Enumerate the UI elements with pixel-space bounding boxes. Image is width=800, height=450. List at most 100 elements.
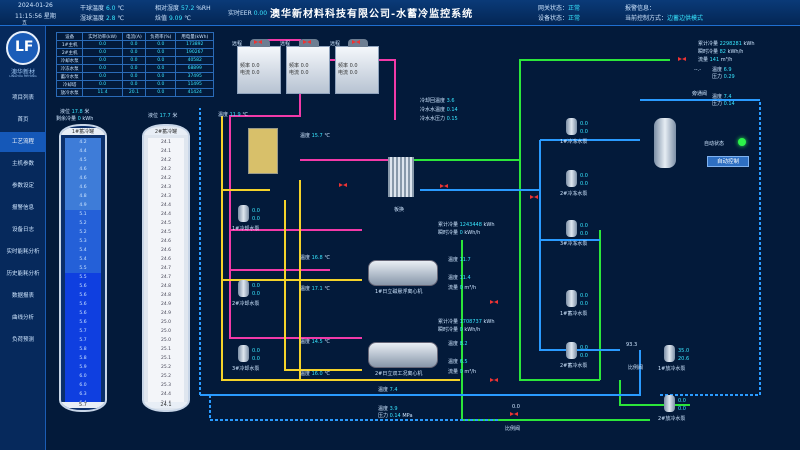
humidity-unit: %RH: [196, 5, 211, 12]
pump-freq: 0.0: [580, 345, 588, 351]
wet-bulb-unit: ℃: [117, 15, 125, 22]
tank-temp-cell: 25.0: [148, 318, 184, 327]
tower1-status: 远程: [232, 41, 243, 47]
nav-item[interactable]: 数据报表: [11, 293, 34, 299]
right-flow-unit: m³/h: [720, 57, 733, 63]
pump-icon[interactable]: [238, 280, 249, 297]
valve-icon[interactable]: [530, 195, 538, 200]
valve-icon[interactable]: [303, 40, 311, 45]
auto-control-button[interactable]: 自动控制: [707, 156, 749, 167]
valve-icon[interactable]: [490, 378, 498, 383]
right-p1-label: 压力: [712, 74, 723, 80]
valve-icon[interactable]: [490, 300, 498, 305]
tank-temp-cell: 5.7: [65, 336, 101, 345]
valve-icon[interactable]: [339, 183, 347, 188]
tank-temp-cell: 4.6: [65, 165, 101, 174]
tank-temp-cell: 5.3: [65, 237, 101, 246]
pump-name: 3#冷冻水泵: [560, 241, 588, 247]
nav-item[interactable]: 报警信息: [11, 205, 34, 211]
pump-icon[interactable]: [566, 170, 577, 187]
nav-item[interactable]: 项目列表: [11, 95, 34, 101]
cw-in: 3.6: [446, 98, 455, 104]
nav-item[interactable]: 负荷预测: [11, 337, 34, 343]
right-flow: 141: [709, 57, 720, 63]
pump-icon[interactable]: [664, 395, 675, 412]
cooling-tower-1[interactable]: [237, 39, 281, 94]
c2-cold-unit: kWh: [483, 319, 495, 325]
tank-temp-cell: 25.2: [148, 372, 184, 381]
tank-temp-cell: 24.2: [148, 156, 184, 165]
table-cell: 0.0: [145, 88, 177, 97]
tank-temp-cell: 24.9: [148, 309, 184, 318]
tank1-title: 1#蓄冷罐: [61, 128, 105, 135]
valve-icon[interactable]: [440, 184, 448, 189]
chiller-2[interactable]: [368, 342, 438, 368]
c1-rt-label: 瞬时冷量: [438, 230, 459, 236]
tank2-title: 2#蓄冷罐: [144, 128, 188, 135]
nav-item[interactable]: 参数设定: [11, 183, 34, 189]
tank-temp-cell: 5.6: [65, 318, 101, 327]
nav-item[interactable]: 主机参数: [11, 161, 34, 167]
pump-freq: 35.0: [678, 348, 690, 354]
heat-exchanger[interactable]: [388, 157, 414, 197]
chiller1-label: 1#日立磁悬浮离心机: [375, 289, 423, 295]
pump-icon[interactable]: [566, 290, 577, 307]
nav-item[interactable]: 历史能耗分析: [6, 271, 40, 277]
tank1-level: 17.8: [71, 109, 83, 115]
tank-temp-cell: 5.7: [65, 327, 101, 336]
auto-status-indicator: [738, 138, 746, 146]
tank1-cold: 0: [77, 116, 81, 122]
eer-label: 实时EER: [228, 10, 252, 17]
tank-temp-cell: 24.4: [148, 390, 184, 399]
tank-temp-cell: 4.6: [65, 174, 101, 183]
nav-item[interactable]: 首页: [17, 117, 29, 123]
tank-temp-cell: 25.2: [148, 363, 184, 372]
nav-item[interactable]: 实时能耗分析: [6, 249, 40, 255]
tank-temp-cell: 24.4: [148, 210, 184, 219]
bottom-temp: 3.9: [389, 406, 398, 412]
valve-icon[interactable]: [352, 40, 360, 45]
valve-icon[interactable]: [510, 412, 518, 417]
tank-temp-cell: 24.4: [148, 201, 184, 210]
temp-label-1: 温度: [218, 112, 229, 118]
temp-unit-2: ℃: [324, 133, 330, 139]
valve-icon[interactable]: [678, 57, 686, 62]
pump-freq: 0.0: [252, 208, 260, 214]
nav-item[interactable]: 曲线分析: [11, 315, 34, 321]
pump-name: 1#冷却水泵: [232, 226, 260, 232]
pump-freq: 0.0: [580, 173, 588, 179]
pump-icon[interactable]: [566, 342, 577, 359]
pump-name: 2#放冷水泵: [658, 416, 686, 422]
bypass-valve-label: 旁通阀: [692, 91, 708, 97]
tank2-level-label: 液位: [148, 113, 159, 119]
ratio-valve-label-2: 比例阀: [628, 365, 644, 371]
chiller-1[interactable]: [368, 260, 438, 286]
pump-name: 1#蓄冷水泵: [560, 311, 588, 317]
valve-icon[interactable]: [254, 40, 262, 45]
nav-item[interactable]: 工艺流程: [0, 132, 46, 152]
pump-icon[interactable]: [566, 118, 577, 135]
pump-icon[interactable]: [238, 345, 249, 362]
c1-out-label: 温度: [448, 257, 459, 263]
c2-rt: 0: [459, 327, 463, 333]
c1-out-temp: 11.7: [459, 257, 471, 263]
nav-item[interactable]: 设备日志: [11, 227, 34, 233]
ratio-valve-label-1: 比例阀: [505, 426, 521, 432]
tank1-level-unit: 米: [84, 109, 90, 115]
pump-icon[interactable]: [238, 205, 249, 222]
right-flow-label: 流量: [698, 57, 709, 63]
tank-temp-cell: 4.6: [65, 183, 101, 192]
enthalpy-unit: ℃: [184, 15, 191, 22]
c2-rt-label: 瞬时冷量: [438, 327, 459, 333]
pump-icon[interactable]: [664, 345, 675, 362]
tank-temp-cell: 24.6: [148, 255, 184, 264]
dry-bulb-unit: ℃: [117, 5, 125, 12]
table-cell: 41424: [175, 88, 214, 97]
pump-name: 1#冷冻水泵: [560, 139, 588, 145]
pump-current: 0.0: [678, 406, 686, 412]
pump-icon[interactable]: [566, 220, 577, 237]
temp-label-5: 温度: [300, 339, 311, 345]
